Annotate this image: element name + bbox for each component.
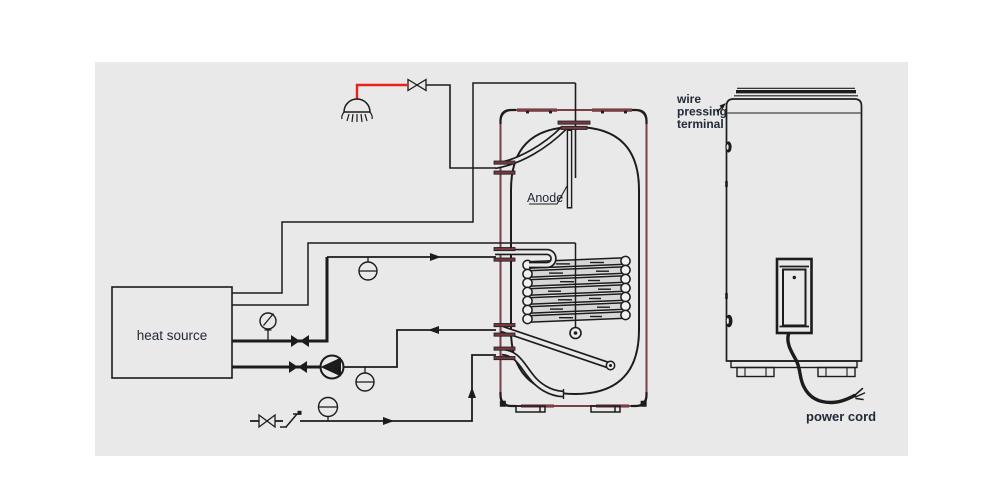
thermometer-icon [317,396,339,421]
cold-water-line [250,354,496,429]
flow-arrow-up-icon [468,387,476,398]
anode-callout: Anode [527,185,568,205]
side-fittings [725,141,733,328]
anode-label: Anode [527,191,563,205]
coil-return-line [232,326,496,392]
circulation-pump-icon [319,354,345,380]
wire-pressing-terminal-callout: wire pressing terminal [676,92,727,131]
tank-body [725,98,863,362]
thermometer-icon [355,367,375,392]
heat-source-box: heat source [111,286,233,379]
coil-supply-line [232,253,496,347]
heating-element [500,325,616,371]
coil-inlet-bend [495,248,557,269]
thermometer-icon [358,257,378,281]
check-valve-icon [280,410,302,428]
filled-valve-icon [291,335,309,347]
sensor-line [232,242,576,306]
control-panel [775,257,813,335]
power-cord [786,332,866,405]
pressure-gauge-icon [259,312,277,341]
flow-arrow-left-icon [428,326,439,334]
anode-leader-line [529,185,568,205]
tank-feet [499,400,647,413]
coil-tubes [527,257,626,323]
tank-external-view [725,87,866,405]
wire-label-line1: wire [676,92,701,106]
tank-port-marks [493,120,591,361]
shell-seam-ticks [526,110,627,114]
flow-arrow-right-icon [383,417,394,425]
tank-lid [727,87,861,114]
hot-water-red-pipe [355,83,408,100]
heat-exchanger-coil [495,248,631,325]
wire-label-line2: pressing [677,105,727,119]
indicator-light [792,275,796,280]
heat-source-label: heat source [137,328,208,343]
shower-head-icon [341,98,373,123]
wire-label-line3: terminal [677,117,724,131]
cold-inlet-pipe [501,348,565,399]
shutoff-valve-icon [258,413,276,429]
flow-arrow-right-icon [430,253,441,261]
temperature-sensor-pocket [569,243,582,340]
filled-valve-icon [289,361,307,373]
coil-tube-marks [548,261,611,319]
wire-leader-arrowhead [719,103,726,110]
tank-base [730,360,858,378]
tank-top-connection-line [232,82,576,294]
power-cord-label: power cord [806,409,876,424]
